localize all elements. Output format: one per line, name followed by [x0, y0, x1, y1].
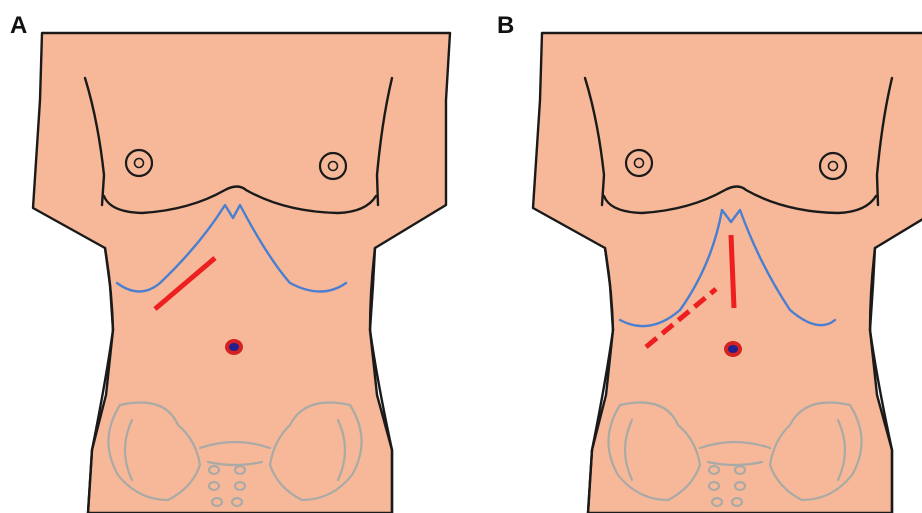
panel-label-b: B — [497, 12, 514, 39]
vertical-incision-solid — [731, 235, 734, 308]
umbilicus-icon — [724, 341, 742, 357]
panel-label-a: A — [10, 12, 27, 39]
umbilicus-icon — [225, 339, 243, 355]
panel-a: A — [10, 12, 450, 513]
panel-b: B — [497, 12, 922, 513]
